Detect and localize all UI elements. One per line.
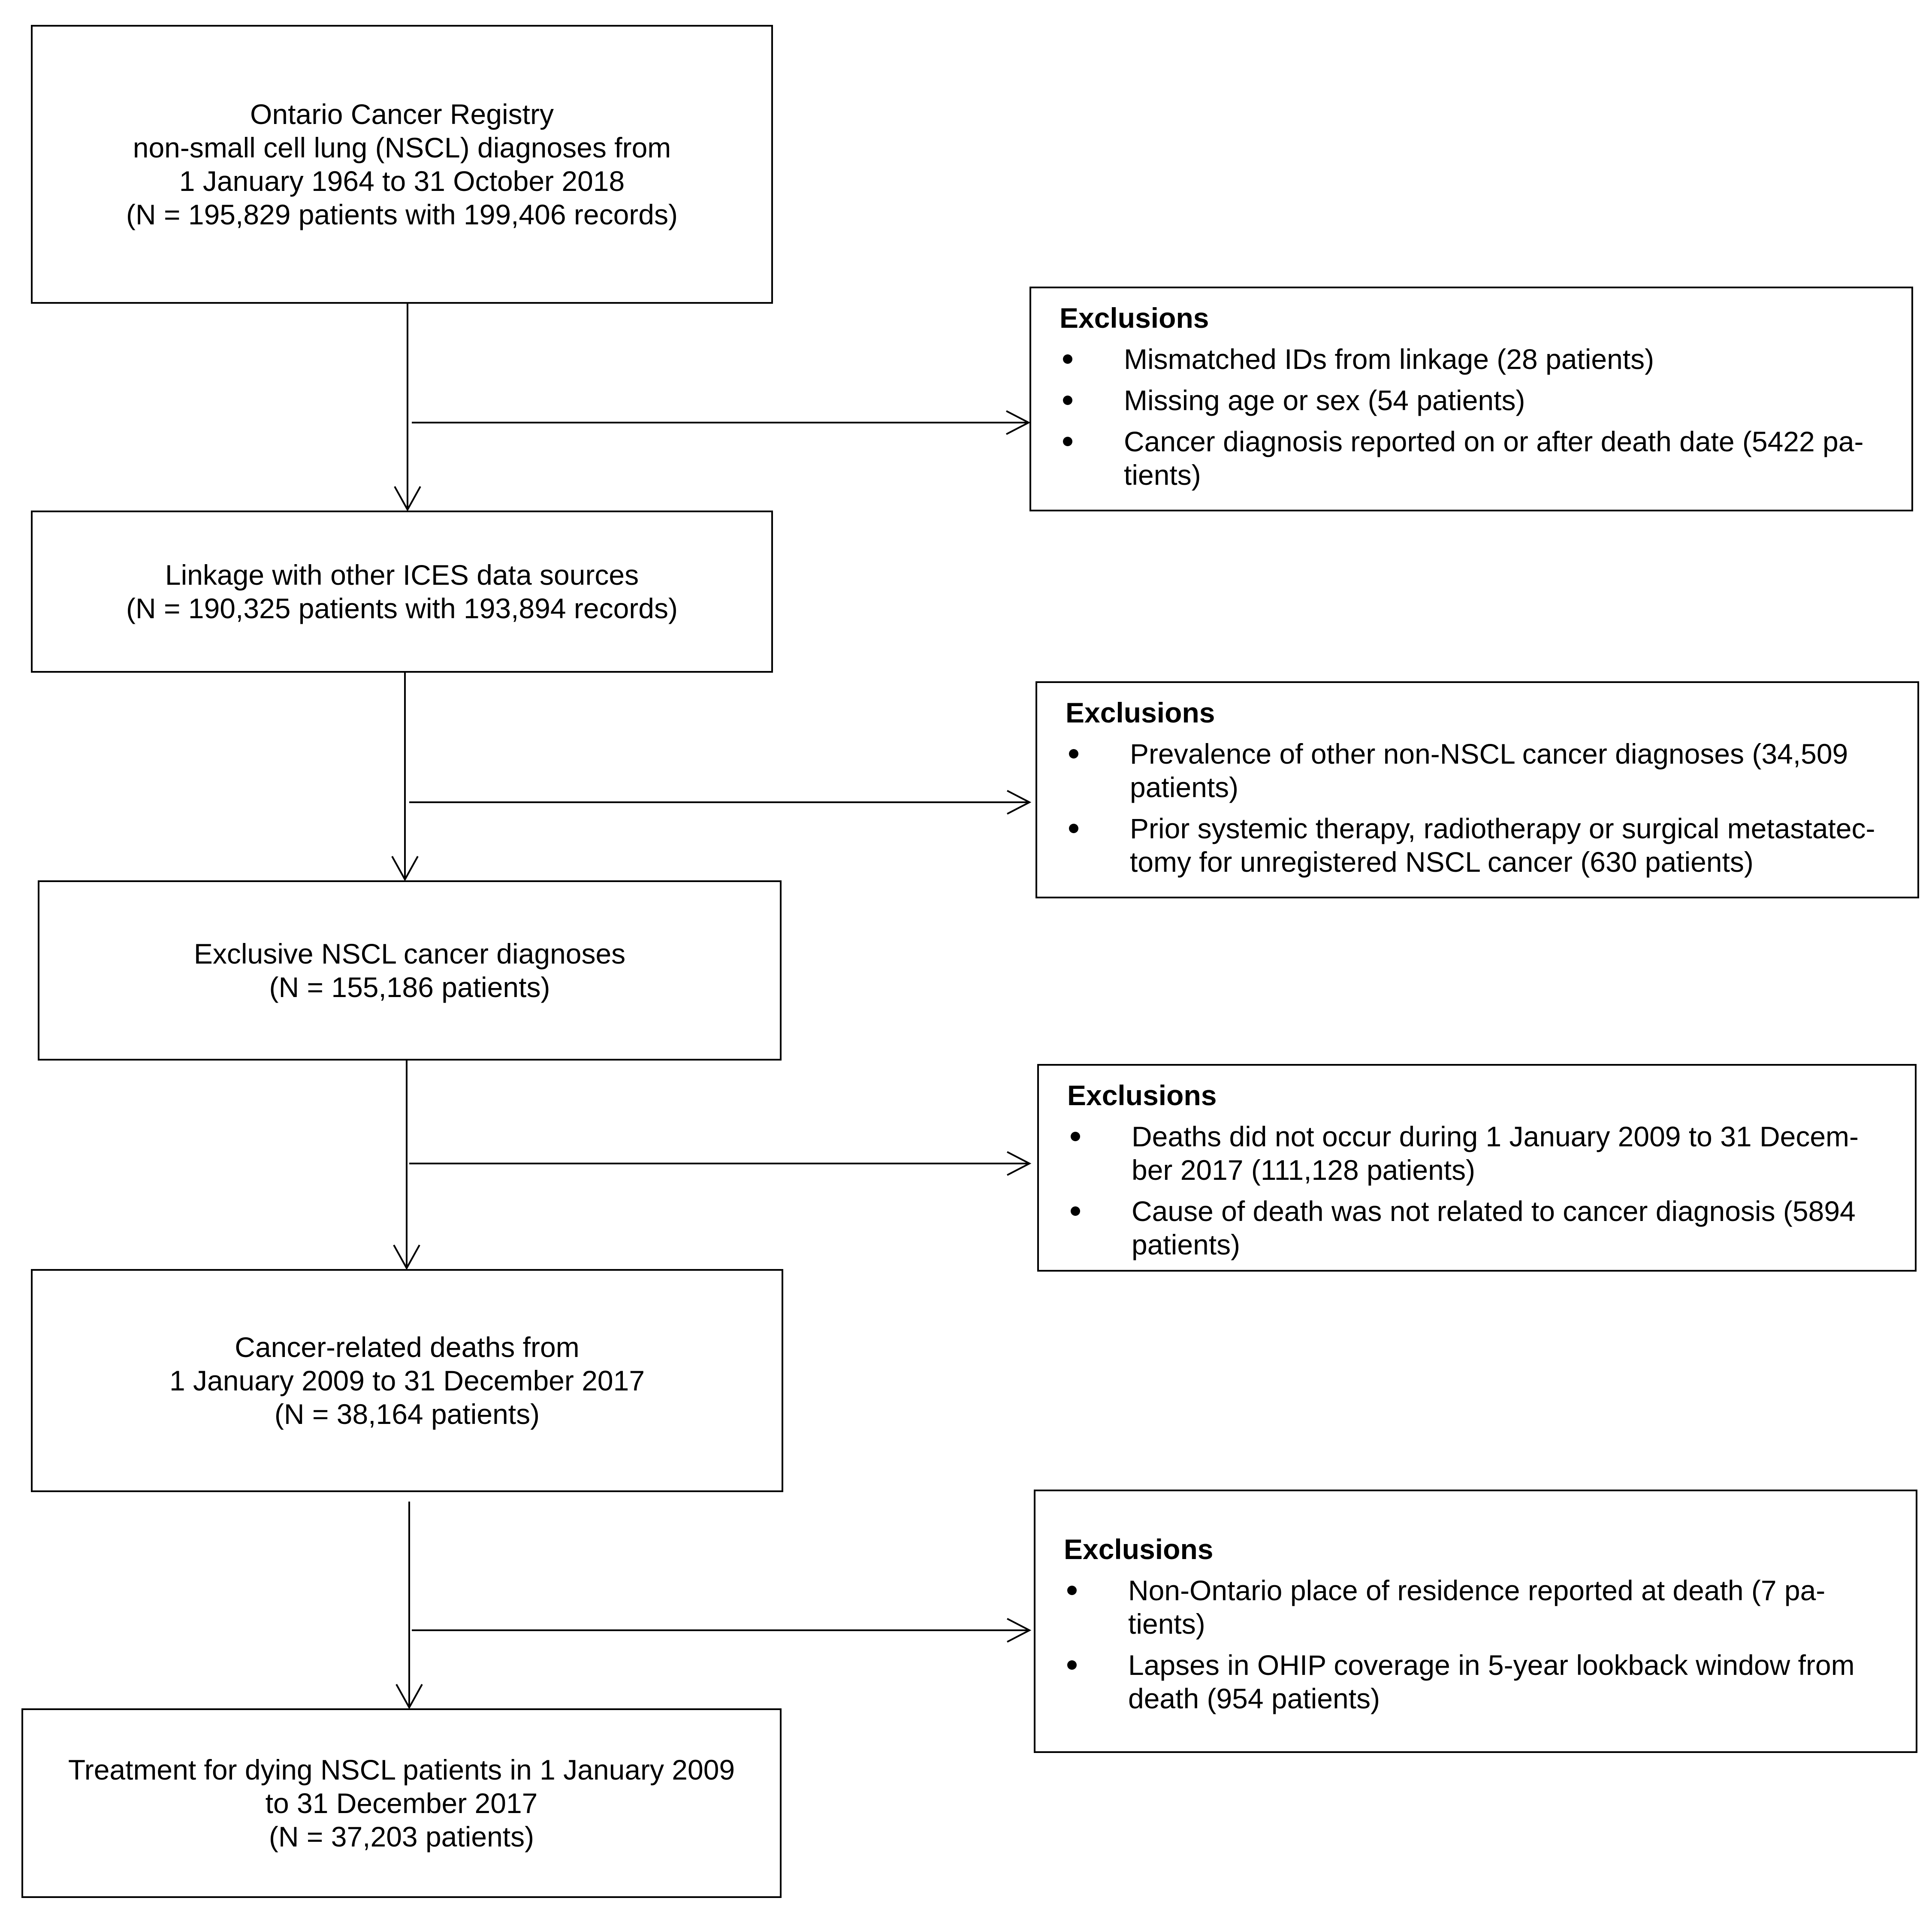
bullet-icon	[1069, 749, 1078, 759]
box-line: Ontario Cancer Registry	[250, 98, 554, 130]
box-line: Cancer-related deaths from	[235, 1331, 580, 1363]
flow-arrowhead	[394, 486, 421, 512]
flow-arrowhead	[393, 1245, 420, 1270]
bullet-icon	[1067, 1586, 1077, 1595]
exclusion-item: Cause of death was not related to cancer…	[1067, 1194, 1893, 1261]
linkage-box: Linkage with other ICES data sources (N …	[31, 511, 773, 673]
exclusions-box-1: Exclusions Mismatched IDs from linkage (…	[1029, 287, 1913, 511]
box-line: Treatment for dying NSCL patients in 1 J…	[68, 1754, 735, 1786]
exclusions-list: Mismatched IDs from linkage (28 patients…	[1060, 342, 1890, 492]
box-line: Exclusive NSCL cancer diagnoses	[193, 938, 626, 970]
bullet-icon	[1063, 437, 1072, 446]
exclusion-item: Prior systemic therapy, radiotherapy or …	[1066, 812, 1896, 879]
exclusions-list: Non-Ontario place of residence reported …	[1064, 1574, 1894, 1715]
exclusion-item: Deaths did not occur during 1 January 20…	[1067, 1120, 1893, 1187]
exclusions-list: Deaths did not occur during 1 January 20…	[1067, 1120, 1893, 1261]
box-line: to 31 December 2017	[265, 1787, 538, 1819]
flow-arrowhead	[395, 1684, 423, 1710]
bullet-icon	[1071, 1206, 1080, 1216]
box-line: 1 January 1964 to 31 October 2018	[179, 165, 625, 197]
exclusive-diagnoses-box: Exclusive NSCL cancer diagnoses (N = 155…	[38, 880, 782, 1061]
flow-arrowhead	[391, 856, 419, 882]
bullet-icon	[1071, 1132, 1080, 1141]
exclusion-item: Cancer diagnosis reported on or after de…	[1060, 425, 1890, 492]
exclusion-arrowhead	[1007, 790, 1032, 815]
exclusions-box-2: Exclusions Prevalence of other non-NSCL …	[1035, 681, 1919, 898]
box-line: (N = 195,829 patients with 199,406 recor…	[126, 199, 678, 230]
treatment-box: Treatment for dying NSCL patients in 1 J…	[21, 1708, 782, 1898]
exclusion-item: Non-Ontario place of residence reported …	[1064, 1574, 1894, 1641]
box-line: (N = 38,164 patients)	[274, 1398, 540, 1430]
bullet-icon	[1063, 354, 1072, 364]
exclusions-box-3: Exclusions Deaths did not occur during 1…	[1037, 1064, 1917, 1272]
bullet-icon	[1063, 396, 1072, 405]
exclusion-arrowhead	[1007, 1618, 1032, 1643]
box-line: Linkage with other ICES data sources	[165, 559, 639, 591]
box-line: (N = 37,203 patients)	[269, 1821, 534, 1853]
box-line: 1 January 2009 to 31 December 2017	[169, 1365, 645, 1396]
bullet-icon	[1069, 824, 1078, 833]
exclusions-list: Prevalence of other non-NSCL cancer diag…	[1066, 737, 1896, 879]
exclusions-title: Exclusions	[1060, 302, 1209, 334]
bullet-icon	[1067, 1660, 1077, 1670]
exclusion-item: Missing age or sex (54 patients)	[1060, 384, 1890, 417]
exclusion-arrowhead	[1007, 1151, 1032, 1176]
exclusions-title: Exclusions	[1067, 1079, 1217, 1111]
exclusions-title: Exclusions	[1066, 697, 1215, 728]
exclusions-box-4: Exclusions Non-Ontario place of residenc…	[1034, 1490, 1917, 1753]
box-line: non-small cell lung (NSCL) diagnoses fro…	[133, 132, 671, 163]
box-line: (N = 190,325 patients with 193,894 recor…	[126, 592, 678, 624]
exclusion-item: Mismatched IDs from linkage (28 patients…	[1060, 342, 1890, 376]
registry-box: Ontario Cancer Registry non-small cell l…	[31, 25, 773, 304]
box-line: (N = 155,186 patients)	[269, 971, 550, 1003]
exclusion-item: Lapses in OHIP coverage in 5-year lookba…	[1064, 1648, 1894, 1715]
cancer-deaths-box: Cancer-related deaths from 1 January 200…	[31, 1269, 783, 1492]
exclusion-arrowhead	[1006, 410, 1031, 435]
exclusions-title: Exclusions	[1064, 1533, 1214, 1565]
exclusion-item: Prevalence of other non-NSCL cancer diag…	[1066, 737, 1896, 804]
